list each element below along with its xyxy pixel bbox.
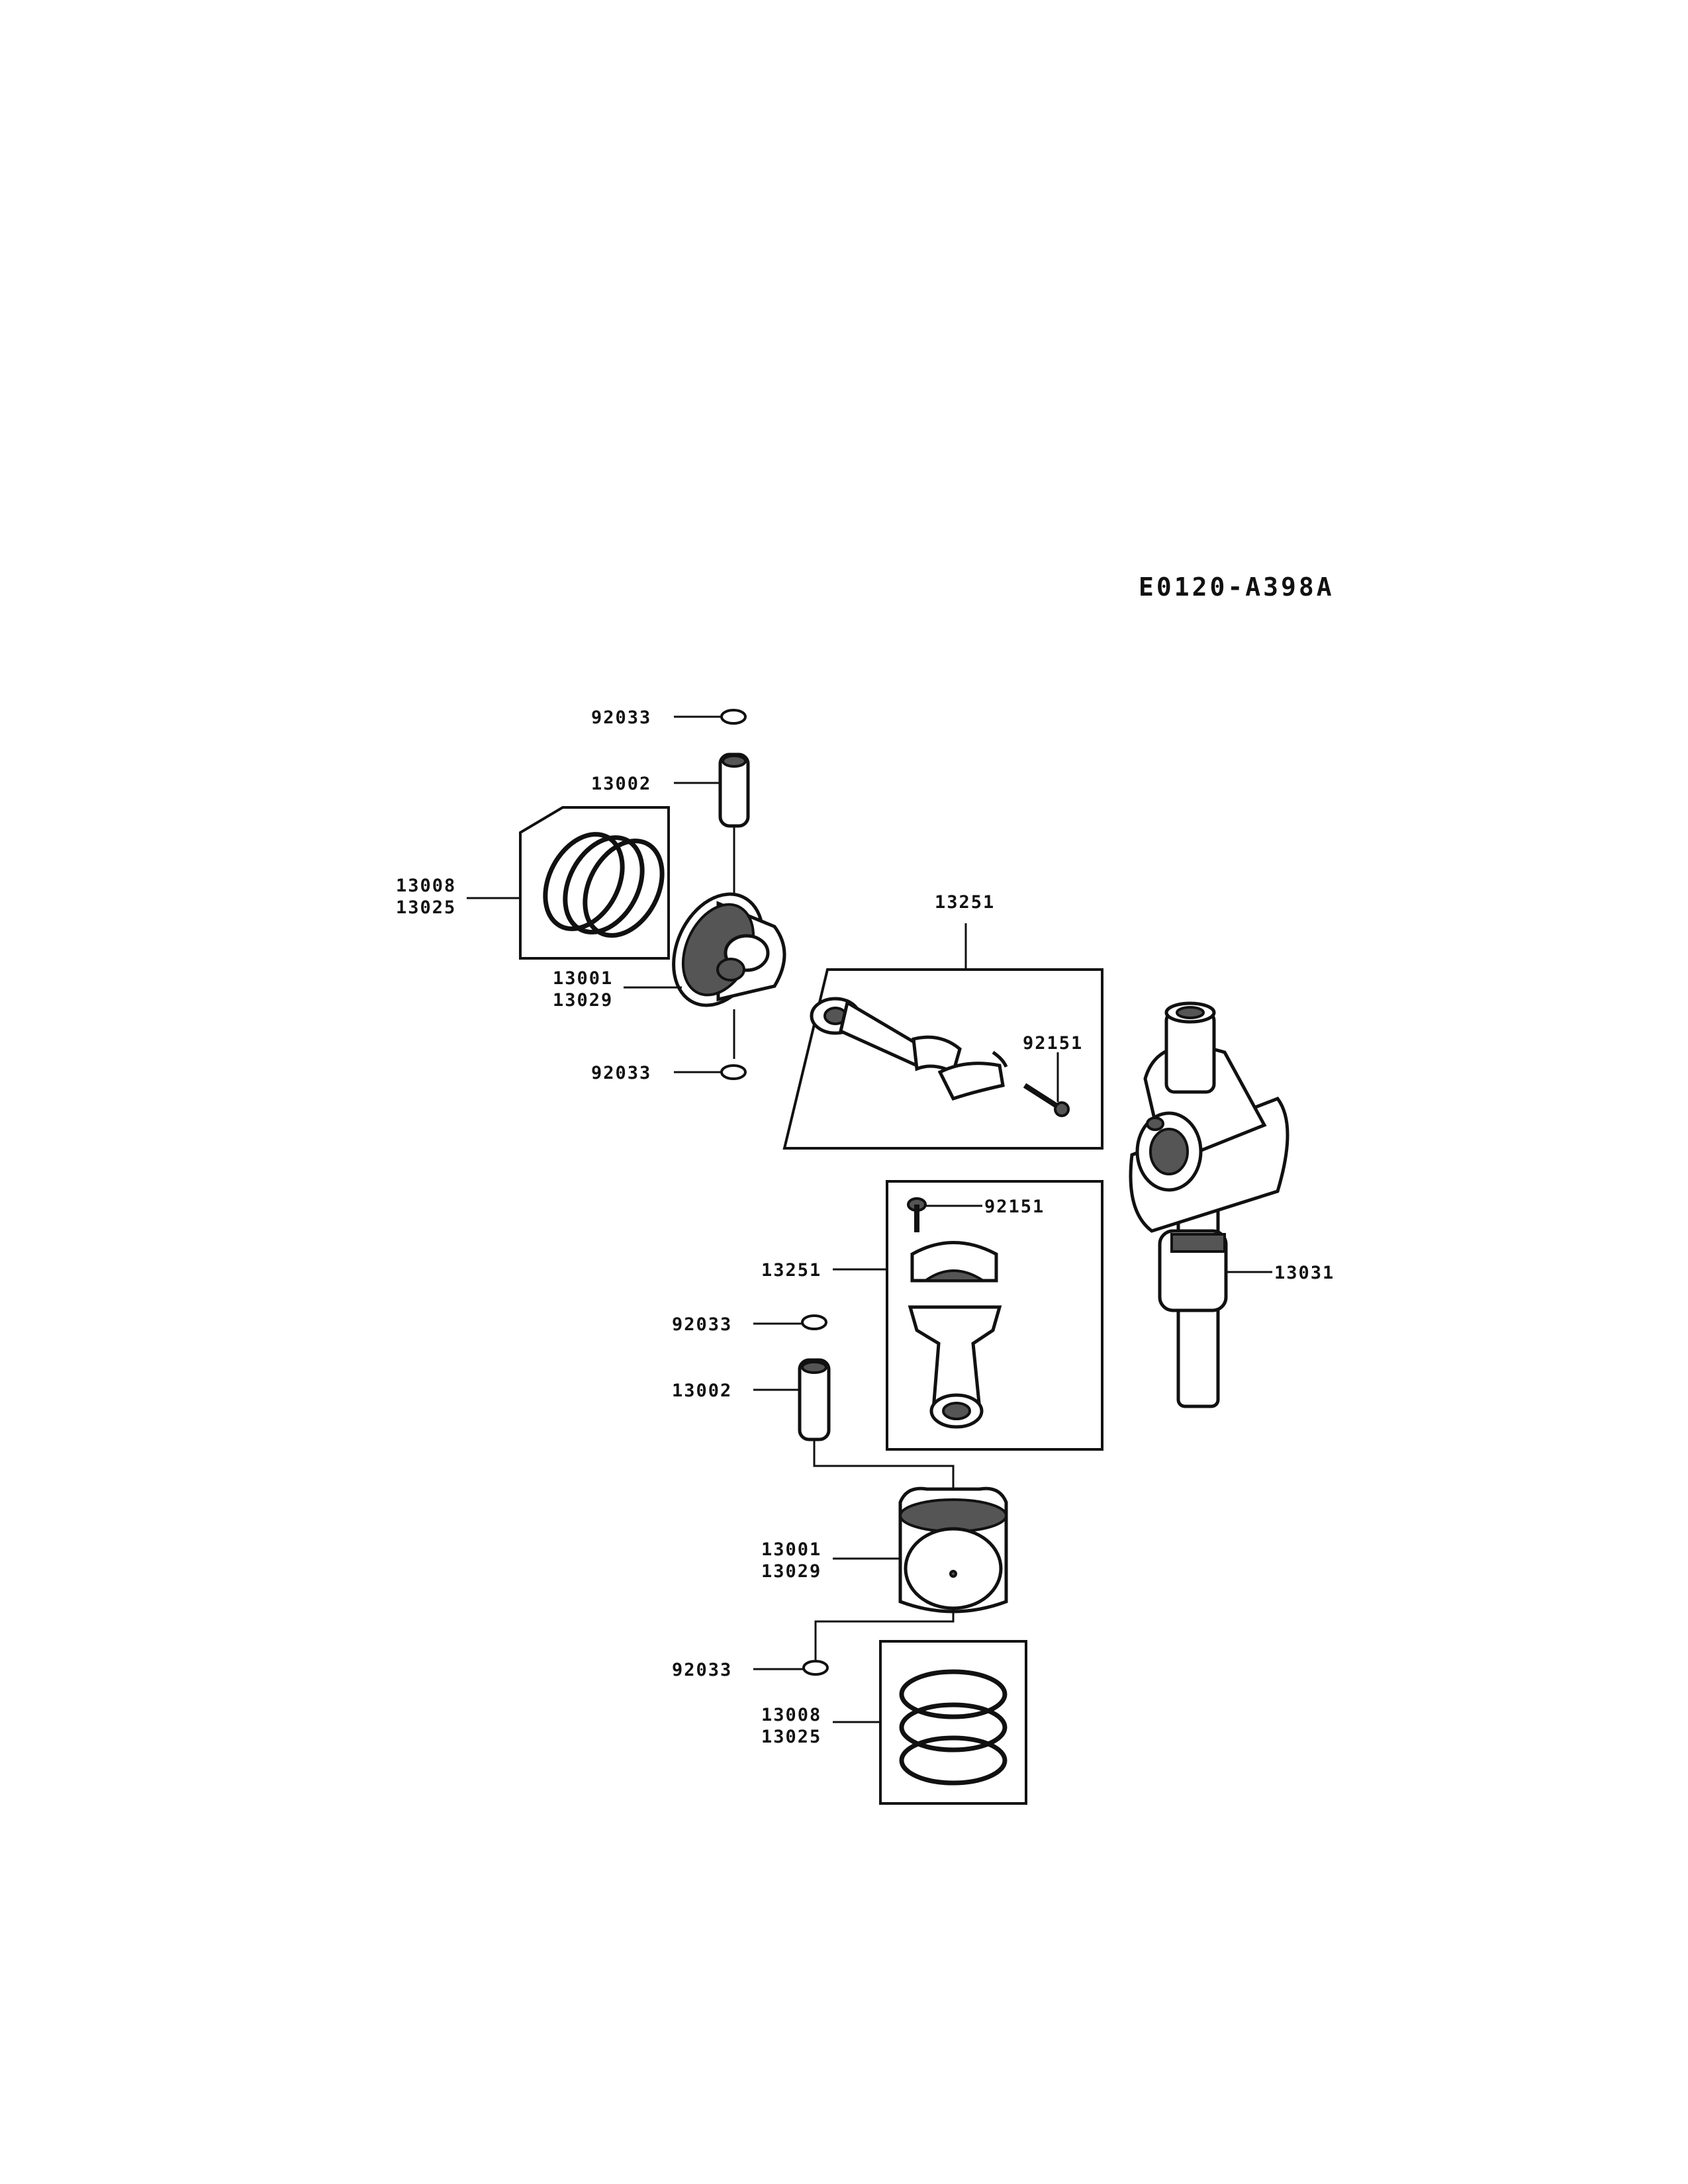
clip-lower-top-part [801, 1314, 827, 1330]
piston-lower-part [898, 1486, 1008, 1614]
conrod-upper-box [782, 968, 1103, 1150]
label-piston-upper-a: 13001 [553, 968, 613, 989]
label-clip-upper-bottom: 92033 [591, 1063, 651, 1083]
label-pin-lower: 13002 [672, 1381, 732, 1401]
piston-rings-upper-part [543, 832, 665, 938]
conrod-lower-box [886, 1180, 1103, 1451]
label-clip-lower-bottom: 92033 [672, 1660, 732, 1680]
axis-pin-lower [813, 1439, 955, 1492]
label-bolt-upper: 92151 [1023, 1033, 1083, 1054]
piston-upper-part [672, 892, 786, 1007]
label-bolt-lower: 92151 [984, 1197, 1045, 1217]
clip-upper-bottom-part [720, 1064, 747, 1080]
clip-lower-bottom-part [802, 1660, 829, 1676]
diagram-code: E0120-A398A [1139, 572, 1335, 602]
crankshaft-part [1129, 1001, 1289, 1408]
label-piston-lower-a: 13001 [761, 1539, 821, 1560]
conrod-bolt-lower-part [907, 1197, 927, 1232]
label-clip-upper-top: 92033 [591, 707, 651, 728]
label-rings-lower-a: 13008 [761, 1705, 821, 1725]
piston-rings-lower-part [899, 1669, 1008, 1786]
label-piston-lower-b: 13029 [761, 1561, 821, 1582]
label-pin-upper: 13002 [591, 774, 651, 794]
label-conrod-upper: 13251 [935, 892, 995, 913]
piston-pin-upper-part [718, 752, 750, 828]
axis-piston-lower [814, 1608, 955, 1660]
label-rings-upper-a: 13008 [396, 876, 456, 896]
clip-upper-top-part [720, 709, 747, 725]
connecting-rod-upper-part [810, 997, 1008, 1101]
label-clip-lower-top: 92033 [672, 1314, 732, 1335]
conrod-bolt-upper-part [1023, 1083, 1070, 1117]
label-crankshaft: 13031 [1274, 1263, 1335, 1283]
label-piston-upper-b: 13029 [553, 990, 613, 1011]
label-conrod-lower: 13251 [761, 1260, 821, 1281]
connecting-rod-lower-part [908, 1241, 1002, 1429]
piston-pin-lower-part [798, 1358, 831, 1441]
rings-upper-box [519, 806, 670, 960]
label-rings-lower-b: 13025 [761, 1727, 821, 1747]
label-rings-upper-b: 13025 [396, 897, 456, 918]
